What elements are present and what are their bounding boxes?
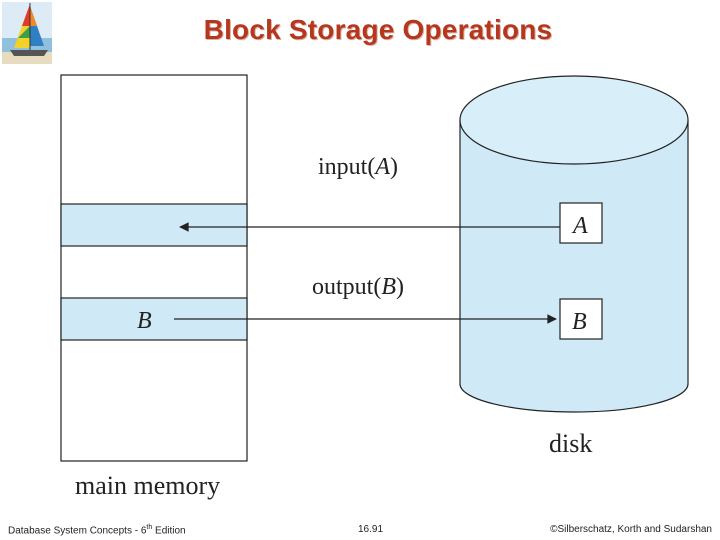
memory-block-a	[60, 203, 248, 247]
disk-block-a-label: A	[571, 213, 588, 239]
footer-page-number: 16.91	[358, 524, 384, 535]
disk-block-b	[559, 298, 603, 340]
footer-copyright: ©Silberschatz, Korth and Sudarshan	[550, 524, 712, 535]
footer-left: Database System Concepts - 6th Edition	[8, 524, 186, 537]
input-label: input(A)	[318, 154, 398, 180]
disk-block-b-label: B	[572, 309, 587, 335]
main-memory-label: main memory	[75, 471, 220, 500]
slide-title: Block Storage Operations	[203, 14, 553, 45]
output-label: output(B)	[312, 274, 404, 300]
sailboat-logo	[0, 0, 56, 66]
main-memory-box	[60, 74, 248, 462]
memory-block-b-label: B	[137, 308, 152, 334]
disk-cylinder	[459, 75, 689, 413]
disk-label: disk	[549, 429, 592, 458]
disk-block-a	[559, 202, 603, 244]
